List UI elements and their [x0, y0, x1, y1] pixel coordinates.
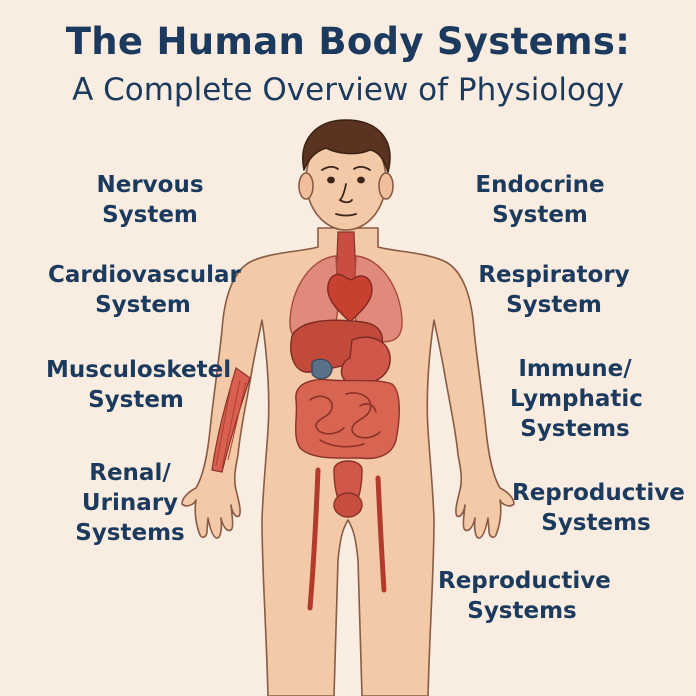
hair	[302, 119, 391, 173]
label-reproductive-systems-right: Reproductive Systems	[512, 478, 685, 538]
label-line: System	[88, 387, 184, 413]
label-cardiovascular-system: Cardiovascular System	[48, 260, 241, 320]
label-line: Cardiovascular	[48, 262, 241, 288]
label-line: Immune/	[518, 356, 632, 382]
arm-muscles	[211, 367, 251, 473]
label-line: Reproductive	[512, 480, 685, 506]
page-title: The Human Body Systems:	[65, 20, 631, 63]
label-line: System	[102, 202, 198, 228]
label-line: Renal/	[89, 460, 171, 486]
label-line: Endocrine	[475, 172, 605, 198]
label-immune-lymphatic-systems: Immune/ Lymphatic Systems	[510, 354, 643, 444]
large-intestine	[295, 378, 400, 460]
label-line: Systems	[75, 520, 185, 546]
label-line: System	[506, 292, 602, 318]
label-line: Nervous	[96, 172, 204, 198]
page-subtitle: A Complete Overview of Physiology	[72, 72, 624, 108]
artery-left	[307, 467, 321, 611]
label-renal-urinary-systems: Renal/ Urinary Systems	[70, 458, 190, 548]
gallbladder	[311, 358, 333, 380]
trachea	[335, 231, 357, 281]
label-line: Lymphatic	[510, 386, 643, 412]
label-line: Systems	[520, 416, 630, 442]
label-line: System	[492, 202, 588, 228]
label-reproductive-systems-bottom: Reproductive Systems	[438, 566, 611, 626]
label-nervous-system: Nervous System	[90, 170, 210, 230]
label-line: Urinary	[81, 490, 179, 516]
label-line: Reproductive	[438, 568, 611, 594]
label-respiratory-system: Respiratory System	[474, 260, 634, 320]
label-line: Systems	[541, 510, 651, 536]
artery-right	[375, 475, 387, 593]
label-line: Systems	[467, 598, 577, 624]
label-line: Musculosketel	[46, 357, 232, 383]
label-line: System	[95, 292, 191, 318]
label-line: Respiratory	[478, 262, 630, 288]
label-endocrine-system: Endocrine System	[470, 170, 610, 230]
label-musculoskeletal-system: Musculosketel System	[46, 355, 232, 415]
